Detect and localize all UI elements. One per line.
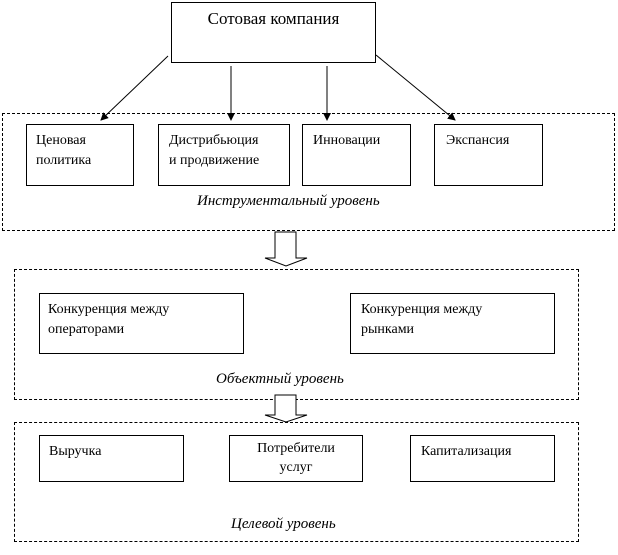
node-consumers-line2: услуг — [279, 460, 313, 475]
node-expansion: Экспансия — [434, 124, 543, 186]
top-node-label: Сотовая компания — [207, 9, 340, 28]
target-level-container — [14, 422, 579, 542]
node-competition-markets: Конкуренция между рынками — [350, 293, 555, 354]
instrumental-level-label: Инструментальный уровень — [197, 193, 380, 209]
node-pricing-policy-line2: политика — [36, 153, 92, 168]
node-consumers-line1: Потребители — [257, 441, 335, 456]
arrow-to-expansion — [375, 54, 456, 121]
node-distribution-line2: и продвижение — [169, 153, 260, 168]
node-pricing-policy-line1: Ценовая — [36, 133, 86, 148]
node-capitalization: Капитализация — [410, 435, 555, 482]
node-revenue: Выручка — [39, 435, 184, 482]
node-competition-markets-line1: Конкуренция между — [361, 302, 483, 317]
top-node-box: Сотовая компания — [171, 2, 376, 63]
target-level-label: Целевой уровень — [231, 516, 336, 532]
arrow-to-pricing-policy — [100, 55, 169, 121]
node-competition-operators-line1: Конкуренция между — [48, 302, 170, 317]
instrumental-level-container — [2, 113, 615, 231]
node-competition-operators: Конкуренция между операторами — [39, 293, 244, 354]
node-expansion-line1: Экспансия — [446, 133, 510, 148]
block-arrow-object-to-target-outline — [264, 394, 308, 423]
node-distribution: Дистрибьюция и продвижение — [158, 124, 290, 186]
node-innovations: Инновации — [302, 124, 411, 186]
node-competition-markets-line2: рынками — [361, 322, 415, 337]
node-revenue-line1: Выручка — [49, 444, 102, 459]
node-competition-operators-line2: операторами — [48, 322, 125, 337]
node-consumers: Потребители услуг — [229, 435, 363, 482]
node-capitalization-line1: Капитализация — [421, 444, 512, 459]
node-pricing-policy: Ценовая политика — [26, 124, 134, 186]
object-level-label: Объектный уровень — [216, 371, 344, 387]
node-innovations-line1: Инновации — [313, 133, 381, 148]
block-arrow-instrumental-to-object-outline — [264, 231, 308, 267]
node-distribution-line1: Дистрибьюция — [169, 133, 259, 148]
